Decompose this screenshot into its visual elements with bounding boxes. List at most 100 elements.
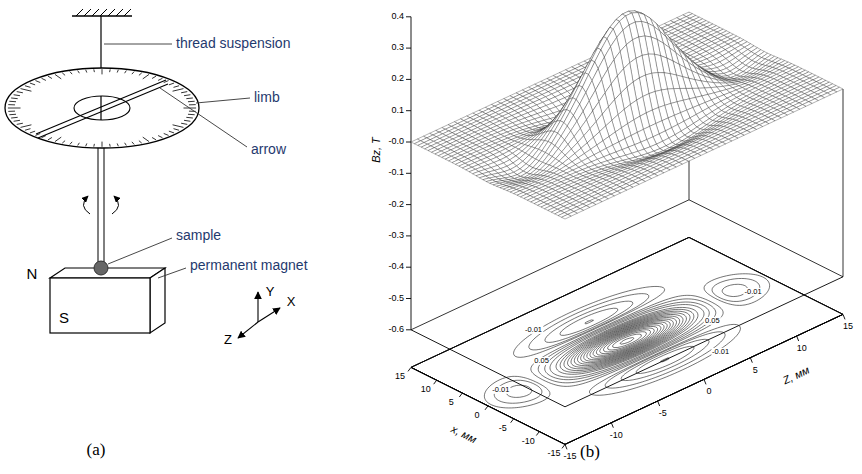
scale-tick <box>184 94 190 96</box>
axis-tick <box>511 419 514 423</box>
scale-tick <box>35 81 40 83</box>
contour-line <box>550 305 704 378</box>
scale-tick <box>8 104 15 105</box>
scale-tick <box>174 86 180 88</box>
leader-line <box>160 88 247 147</box>
scale-tick <box>9 101 16 102</box>
contour-line <box>620 338 634 345</box>
scale-tick <box>9 114 16 115</box>
axis-tick <box>408 367 411 371</box>
leader-line <box>108 238 172 264</box>
scale-tick <box>8 108 21 109</box>
surface-plot <box>406 11 845 449</box>
axis-tick <box>658 401 660 406</box>
axis-arrow <box>257 292 258 322</box>
contour-line <box>538 299 716 383</box>
scale-tick <box>152 137 156 139</box>
contour-line <box>590 323 664 358</box>
scale-tick <box>17 123 23 124</box>
contour-line <box>560 309 694 372</box>
contour-line <box>564 311 690 370</box>
scale-tick <box>186 117 193 119</box>
axis-tick <box>406 142 411 143</box>
axis-tick <box>797 336 799 341</box>
scale-tick <box>55 74 61 79</box>
thread-in-hole <box>100 96 101 120</box>
magnet-front <box>50 278 150 333</box>
contour-line <box>581 319 674 363</box>
axis-tick <box>459 393 462 397</box>
scale-tick <box>25 86 31 88</box>
rotation-arrow <box>83 196 90 214</box>
scale-tick <box>62 73 65 76</box>
scale-tick <box>132 72 134 75</box>
scale-tick <box>11 97 18 99</box>
scale-tick <box>11 117 18 119</box>
scale-tick <box>173 89 184 92</box>
axis-tick <box>611 423 613 428</box>
contour-line <box>596 326 657 355</box>
contour-line <box>578 318 677 365</box>
pointer-arrow <box>38 84 168 138</box>
contour-line <box>411 237 843 444</box>
axis-tick <box>750 358 752 363</box>
leader-line <box>104 44 172 45</box>
scale-tick <box>169 131 174 133</box>
axis-tick <box>485 406 488 410</box>
leader-line <box>158 268 186 278</box>
scale-tick <box>174 129 180 131</box>
contour-line <box>584 321 670 362</box>
scale-tick <box>109 69 111 72</box>
contour-map <box>411 237 843 444</box>
plot-box <box>406 17 843 407</box>
contour-line <box>704 274 770 306</box>
axis-tick <box>406 79 411 80</box>
axes-glyph <box>238 292 280 338</box>
scale-tick <box>139 141 142 144</box>
scale-tick <box>139 73 142 76</box>
sample-ball <box>94 261 108 275</box>
scale-tick <box>102 142 103 147</box>
floor-axes <box>408 314 845 449</box>
axis-tick <box>434 380 437 384</box>
scale-tick <box>125 71 127 74</box>
contour-line <box>600 328 654 354</box>
scale-tick <box>93 69 95 72</box>
scale-tick <box>164 133 169 135</box>
scale-tick <box>143 137 149 142</box>
axis-tick <box>406 329 411 330</box>
box-edge <box>411 200 689 330</box>
scale-tick <box>184 120 190 122</box>
contour-line <box>593 325 661 357</box>
scale-tick <box>25 129 31 131</box>
contour-line <box>411 237 843 444</box>
scale-tick <box>173 125 184 128</box>
surface-mesh <box>411 11 843 219</box>
axis-tick <box>536 432 539 436</box>
scale-tick <box>102 69 103 74</box>
scale-tick <box>188 101 195 102</box>
scale-tick <box>14 94 20 96</box>
ceiling-hatch <box>76 9 131 16</box>
scale-tick <box>14 120 20 122</box>
scale-tick <box>188 114 195 115</box>
magnet-side <box>150 268 165 333</box>
scale-tick <box>30 83 35 85</box>
scale-tick <box>48 137 52 139</box>
axis-tick <box>406 204 411 205</box>
scale-tick <box>8 111 15 112</box>
axis-tick <box>562 444 565 448</box>
scale-tick <box>21 125 32 128</box>
scale-tick <box>86 70 87 73</box>
torsion-balance <box>5 9 280 338</box>
scale-tick <box>21 89 32 92</box>
contour-line <box>556 307 698 374</box>
pointer-arrow <box>36 80 166 134</box>
axis-tick <box>406 235 411 236</box>
limb-hole <box>74 96 130 120</box>
axis-tick <box>406 267 411 268</box>
axis-tick <box>406 16 411 17</box>
scale-tick <box>70 72 72 75</box>
axis-arrow <box>258 308 280 322</box>
